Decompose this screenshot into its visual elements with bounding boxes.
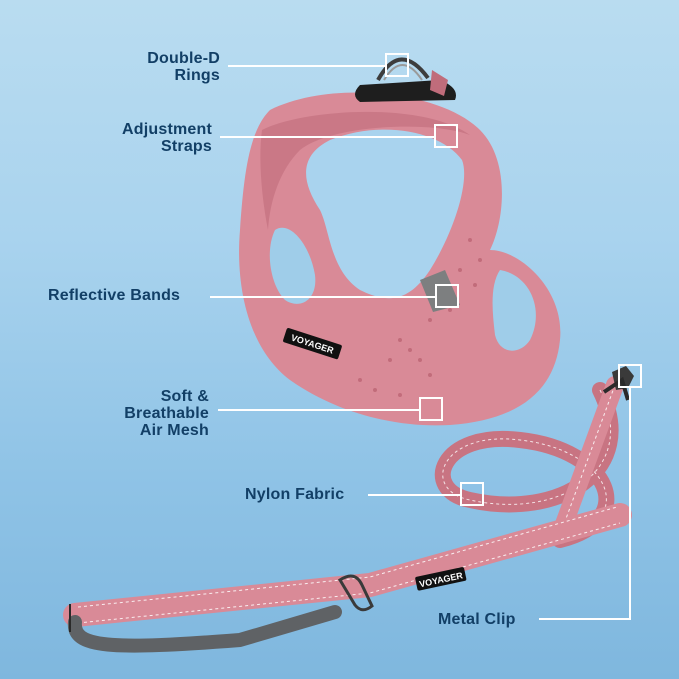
callout-line-air-mesh <box>218 409 420 411</box>
callout-label-reflective-bands: Reflective Bands <box>48 287 180 304</box>
callout-line-double-d-rings <box>228 65 386 67</box>
callout-marker-air-mesh <box>419 397 443 421</box>
callout-label-air-mesh: Soft & Breathable Air Mesh <box>124 388 209 439</box>
callout-line-metal-clip <box>539 618 631 620</box>
label-line: Soft & <box>160 388 209 405</box>
label-line: Nylon Fabric <box>245 486 345 503</box>
callout-vline-metal-clip <box>629 386 631 620</box>
label-line: Straps <box>161 138 212 155</box>
callout-line-reflective-bands <box>210 296 436 298</box>
label-line: Air Mesh <box>139 422 209 439</box>
label-line: Rings <box>174 67 220 84</box>
callout-line-nylon-fabric <box>368 494 461 496</box>
label-line: Metal Clip <box>438 611 516 628</box>
callout-line-adjustment-straps <box>220 136 435 138</box>
callout-marker-double-d-rings <box>385 53 409 77</box>
label-line: Double-D <box>147 50 220 67</box>
callout-label-adjustment-straps: Adjustment Straps <box>122 121 212 155</box>
callout-label-metal-clip: Metal Clip <box>438 611 516 628</box>
callout-marker-reflective-bands <box>435 284 459 308</box>
callout-marker-metal-clip <box>618 364 642 388</box>
callout-label-nylon-fabric: Nylon Fabric <box>245 486 344 503</box>
callout-marker-nylon-fabric <box>460 482 484 506</box>
callout-marker-adjustment-straps <box>434 124 458 148</box>
harness-illustration: VOYAGER <box>239 57 561 426</box>
label-line: Breathable <box>124 405 209 422</box>
callout-label-double-d-rings: Double-D Rings <box>147 50 220 84</box>
label-line: Adjustment <box>122 121 212 138</box>
label-line: Reflective Bands <box>48 287 181 304</box>
